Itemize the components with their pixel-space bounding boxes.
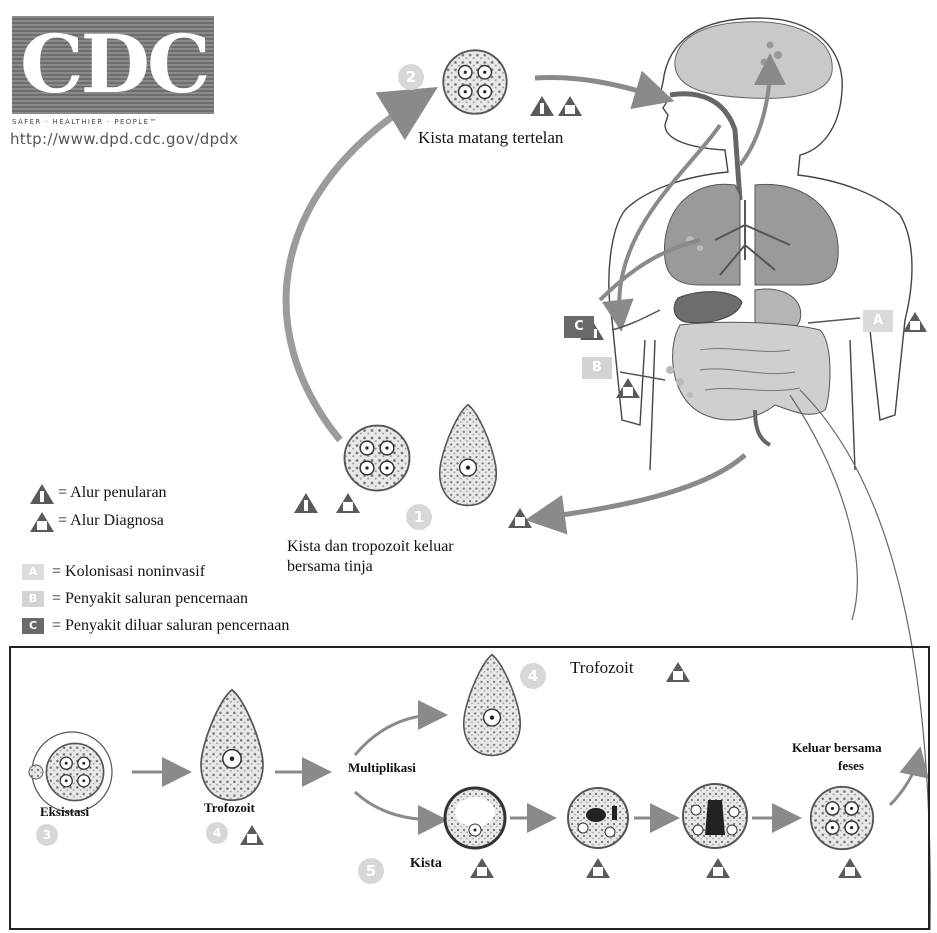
step-4-badge: 4 (206, 822, 228, 844)
legend-B: B = Penyakit saluran pencernaan (22, 590, 248, 608)
legend-B-text: = Penyakit saluran pencernaan (52, 590, 248, 608)
diagnostic-triangle-exit (336, 493, 360, 513)
organ-box-A: A (863, 310, 893, 332)
exit-caption-line1: Kista dan tropozoit keluar (287, 538, 454, 556)
step-3-badge: 3 (36, 824, 58, 846)
brain (675, 22, 832, 99)
legend-diagnostic-label: = Alur Diagnosa (58, 512, 164, 530)
exit-trophozoite (440, 405, 496, 506)
ingested-cyst-caption: Kista matang tertelan (418, 128, 563, 148)
step-5-badge: 5 (358, 858, 384, 884)
step-1-badge: 1 (406, 504, 432, 530)
cyst-label: Kista (410, 856, 442, 872)
exit-cyst (345, 426, 410, 491)
organ-box-B: B (582, 357, 612, 379)
top-step-4-badge: 4 (520, 663, 546, 689)
legend-B-box: B (22, 591, 44, 607)
legend-C-text: = Penyakit diluar saluran pencernaan (52, 617, 289, 635)
organ-box-C: C (564, 316, 594, 338)
cdc-logo: CDC (12, 16, 214, 114)
excystation-label: Eksistasi (40, 804, 89, 820)
legend-infective-triangle (30, 484, 54, 504)
diagnostic-triangle-B (616, 378, 640, 398)
step-2-badge: 2 (398, 64, 424, 90)
exit-feces-label-line1: Keluar bersama (792, 740, 882, 756)
intestinal-cycle-panel (9, 646, 930, 930)
infective-triangle-top (530, 96, 554, 116)
top-trophozoite-label: Trofozoit (570, 658, 634, 678)
legend-A-box: A (22, 564, 44, 580)
legend-A: A = Kolonisasi noninvasif (22, 563, 205, 581)
legend-C-box: C (22, 618, 44, 634)
legend-C: C = Penyakit diluar saluran pencernaan (22, 617, 289, 635)
exit-feces-label-line2: feses (838, 758, 864, 774)
cdc-url[interactable]: http://www.dpd.cdc.gov/dpdx (10, 130, 238, 148)
intestines (673, 322, 830, 420)
trophozoite-label: Trofozoit (204, 800, 255, 816)
exit-caption-line2: bersama tinja (287, 558, 373, 576)
cdc-tagline: SAFER · HEALTHIER · PEOPLE™ (12, 118, 158, 126)
cdc-logo-text: CDC (20, 18, 208, 110)
infective-triangle-exit (294, 493, 318, 513)
legend-diagnostic-triangle (30, 512, 54, 532)
multiplication-label: Multiplikasi (348, 760, 416, 776)
ingested-cyst (443, 50, 506, 113)
liver (674, 292, 742, 323)
diagnostic-triangle-feces (508, 508, 532, 528)
legend-A-text: = Kolonisasi noninvasif (52, 563, 205, 581)
legend-infective-label: = Alur penularan (58, 484, 167, 502)
left-lung (664, 184, 740, 285)
diagnostic-triangle-top (558, 96, 582, 116)
